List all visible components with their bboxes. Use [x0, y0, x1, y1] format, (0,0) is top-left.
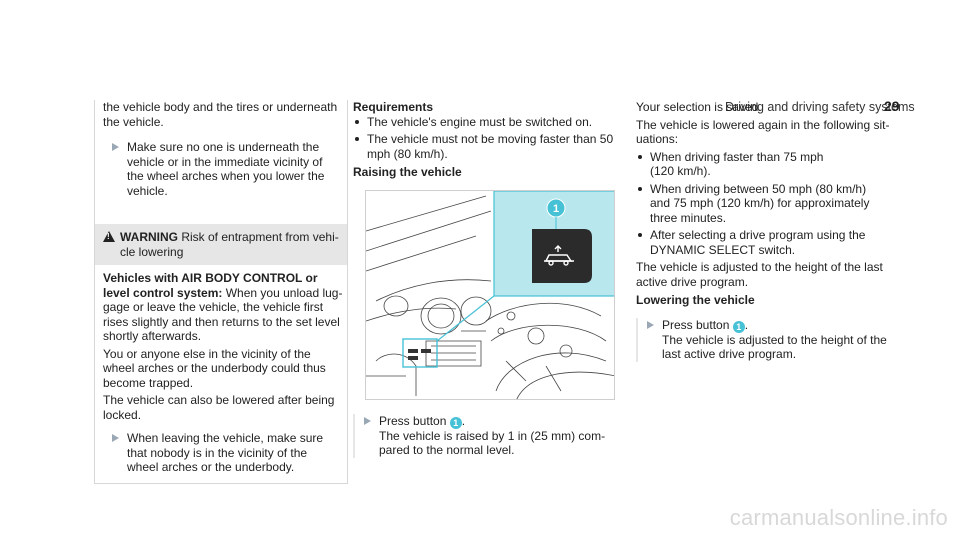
column-left: the vehicle body and the tires or undern… — [94, 100, 348, 484]
list-item: When driving faster than 75 mph(120 km/h… — [636, 150, 898, 179]
button-number-badge: 1 — [732, 320, 745, 333]
warning-header: WARNING Risk of entrapment from vehi- cl… — [95, 224, 347, 265]
dashboard-illustration: 1 — [365, 189, 615, 400]
section-title: Driving and driving safety systems — [725, 100, 915, 114]
instruction-step: When leaving the vehicle, make sure that… — [103, 431, 347, 475]
list-item: The vehicle must not be moving faster th… — [353, 132, 618, 161]
intro-line: the vehicle. — [103, 114, 164, 129]
requirements-list: The vehicle's engine must be switched on… — [353, 115, 618, 162]
step-arrow-icon — [647, 320, 654, 329]
car-lift-icon — [544, 244, 574, 266]
requirements-heading: Requirements — [353, 100, 434, 114]
raising-heading: Raising the vehicle — [353, 165, 462, 179]
page-number: 29 — [884, 98, 900, 114]
instruction-step: Make sure no one is underneath the vehic… — [103, 140, 347, 198]
step-arrow-icon — [364, 416, 371, 425]
list-item: After selecting a drive program using th… — [636, 228, 898, 257]
callout-number: 1 — [553, 203, 559, 215]
dashboard-line-drawing: 1 — [366, 190, 614, 399]
intro-line: the vehicle body and the tires or undern… — [103, 100, 338, 114]
button-highlight — [402, 337, 438, 368]
step-arrow-icon — [112, 143, 119, 151]
step-arrow-icon — [112, 434, 119, 442]
instruction-step: Press button 1. The vehicle is adjusted … — [636, 317, 898, 362]
button-number-badge: 1 — [449, 416, 462, 429]
warning-title: Risk of entrapment from vehi- — [181, 230, 339, 244]
lift-button-graphic — [532, 228, 592, 283]
column-middle: Requirements The vehicle's engine must b… — [353, 100, 618, 458]
list-item: When driving between 50 mph (80 km/h)and… — [636, 182, 898, 226]
lowering-heading: Lowering the vehicle — [636, 293, 755, 307]
column-right: Your selection is saved. The vehicle is … — [636, 100, 898, 362]
list-item: The vehicle's engine must be switched on… — [353, 115, 618, 130]
watermark-brand: carmanualsonline.info — [729, 504, 948, 530]
instruction-step: Press button 1. The vehicle is raised by… — [353, 413, 618, 458]
warning-box: the vehicle body and the tires or undern… — [94, 100, 348, 484]
warning-triangle-icon — [103, 231, 115, 242]
lowering-conditions-list: When driving faster than 75 mph(120 km/h… — [636, 150, 898, 258]
